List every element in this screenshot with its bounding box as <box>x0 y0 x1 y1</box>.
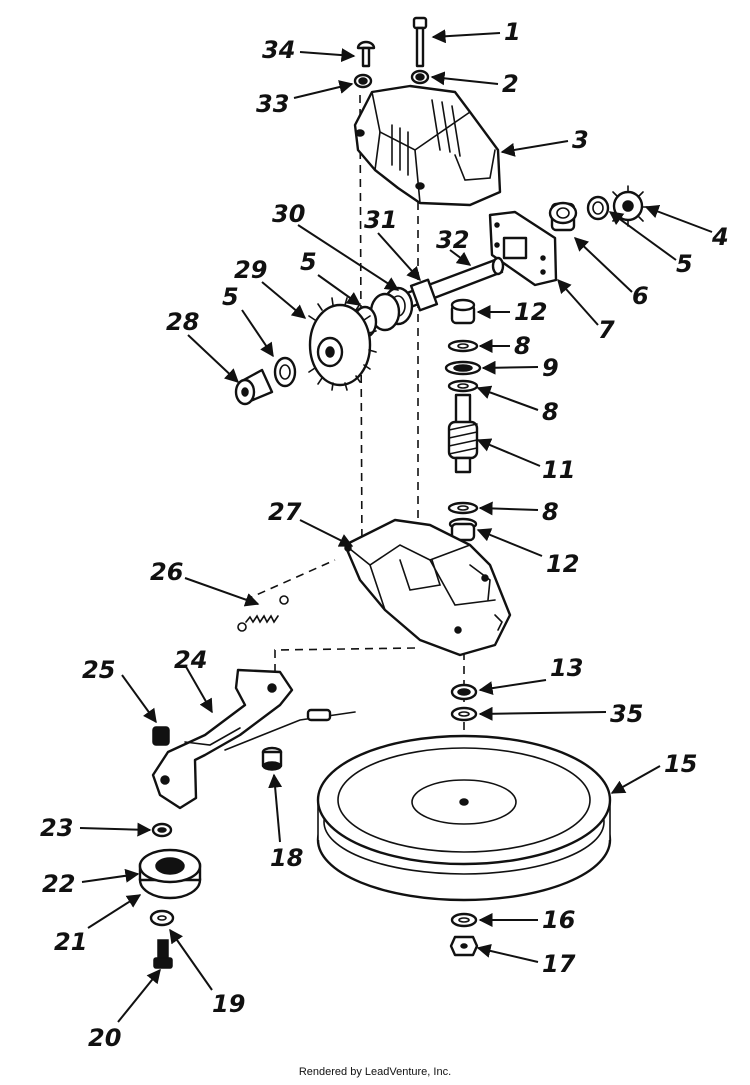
callout-2: 2 <box>502 70 519 98</box>
callout-23: 23 <box>40 814 73 842</box>
washer-16 <box>450 912 478 928</box>
washer-5-right <box>586 195 610 221</box>
callout-26: 26 <box>150 558 183 586</box>
bushing-12-top <box>450 298 476 325</box>
callout-34: 34 <box>262 36 295 64</box>
drive-pulley-15 <box>316 734 612 902</box>
callout-27: 27 <box>268 498 302 526</box>
idler-bracket-24 <box>151 668 294 810</box>
callout-29: 29 <box>234 256 267 284</box>
callout-18: 18 <box>270 844 303 872</box>
bushing-12-bottom <box>448 517 478 542</box>
callout-24: 24 <box>174 646 207 674</box>
worm-shaft-11 <box>447 393 479 474</box>
upper-gear-case-3 <box>353 84 502 207</box>
footer-credit: Rendered by LeadVenture, Inc. <box>298 1066 452 1078</box>
leader-lines <box>79 29 713 1023</box>
callout-labels: 1 2 3 4 5 6 7 28 5 29 5 30 31 32 12 8 9 … <box>40 18 729 1052</box>
bushing-6 <box>548 201 578 232</box>
washer-8-b <box>447 379 479 393</box>
control-cable <box>224 708 356 751</box>
callout-4: 4 <box>711 223 729 251</box>
mounting-plate-7 <box>488 210 558 287</box>
callout-5-left: 5 <box>222 283 239 311</box>
callout-13: 13 <box>550 654 583 682</box>
callout-17: 17 <box>542 950 576 978</box>
lower-gear-case-27 <box>343 518 512 657</box>
callout-8-b: 8 <box>542 398 559 426</box>
nut-25 <box>152 726 170 746</box>
callout-30: 30 <box>272 200 305 228</box>
washer-35 <box>450 706 478 722</box>
callout-6: 6 <box>632 282 649 310</box>
callout-3: 3 <box>572 126 589 154</box>
pinion-gear-4 <box>612 185 649 227</box>
callout-15: 15 <box>664 750 697 778</box>
callout-32: 32 <box>436 226 469 254</box>
screw-34 <box>356 40 376 68</box>
spring-26 <box>237 595 289 632</box>
idler-pulley-22 <box>138 848 202 900</box>
callout-31: 31 <box>364 206 397 234</box>
callout-16: 16 <box>542 906 575 934</box>
callout-12-top: 12 <box>514 298 547 326</box>
callout-33: 33 <box>256 90 289 118</box>
callout-35: 35 <box>610 700 643 728</box>
callout-1: 1 <box>504 18 521 46</box>
callout-7: 7 <box>598 316 615 344</box>
washer-19 <box>149 909 175 927</box>
callout-9: 9 <box>542 354 559 382</box>
callout-12-bottom: 12 <box>546 550 579 578</box>
washer-8-c <box>447 501 479 515</box>
bolt-20 <box>153 939 173 969</box>
callout-20: 20 <box>88 1024 121 1052</box>
washer-8-a <box>447 339 479 353</box>
worm-gear-29 <box>308 297 377 391</box>
nut-17 <box>449 935 479 957</box>
bearing-30 <box>369 286 414 332</box>
callout-19: 19 <box>212 990 245 1018</box>
collar-31 <box>409 278 439 312</box>
callout-5-mid: 5 <box>300 248 317 276</box>
callout-11: 11 <box>542 456 575 484</box>
washer-5-left <box>273 356 297 388</box>
spacer-18 <box>261 746 283 771</box>
callout-28: 28 <box>166 308 199 336</box>
callout-5-right: 5 <box>676 250 693 278</box>
bolt-1 <box>412 16 428 68</box>
bushing-28 <box>234 368 274 406</box>
callout-25: 25 <box>82 656 115 684</box>
callout-8-a: 8 <box>514 332 531 360</box>
callout-22: 22 <box>42 870 75 898</box>
callout-8-c: 8 <box>542 498 559 526</box>
callout-21: 21 <box>54 928 87 956</box>
